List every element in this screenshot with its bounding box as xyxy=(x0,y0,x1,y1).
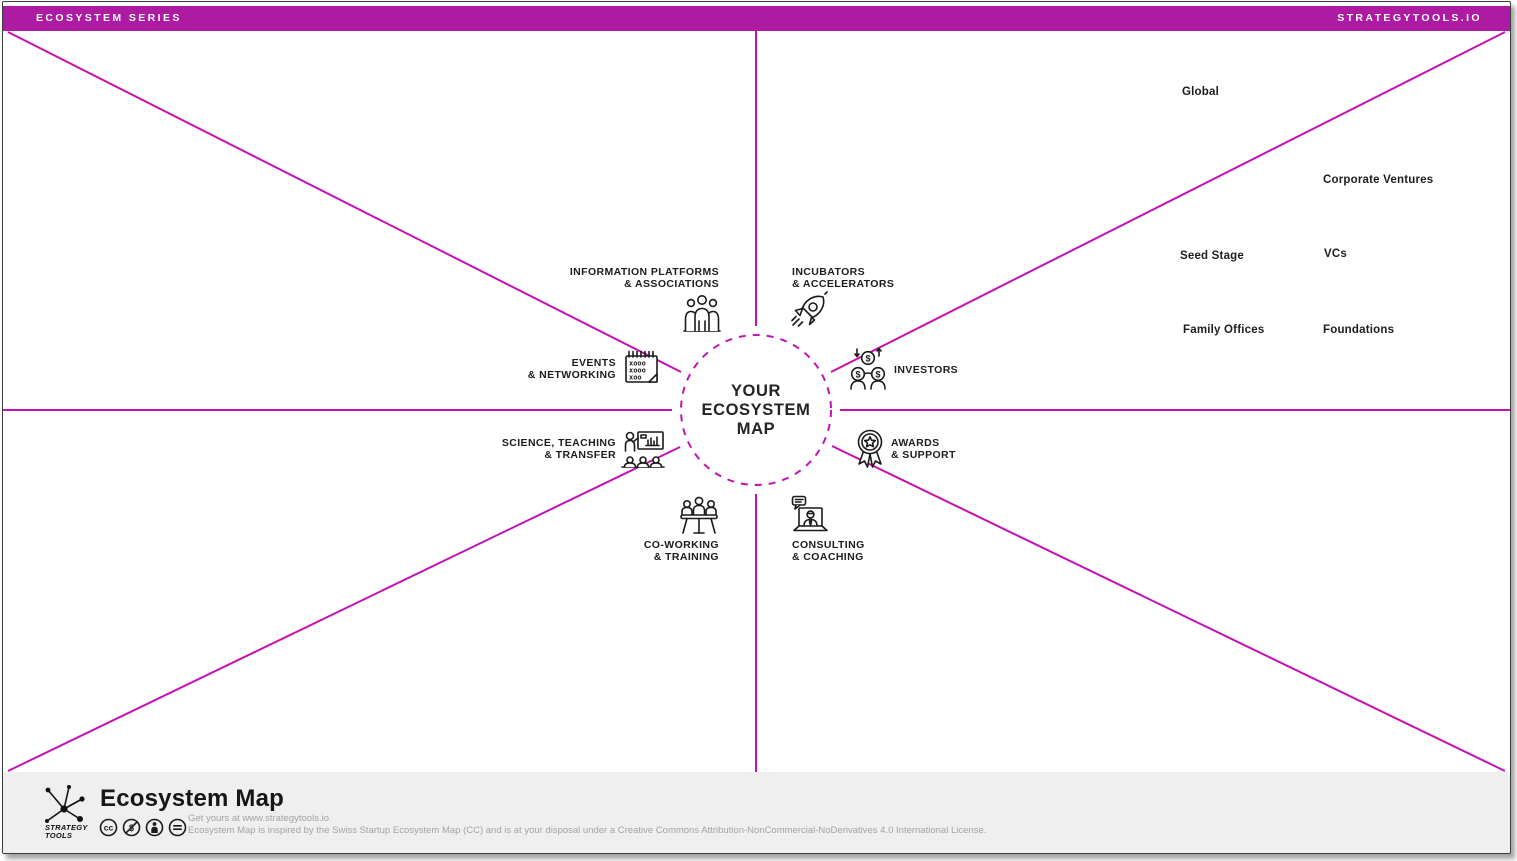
sector-label-incubators: INCUBATORS & ACCELERATORS xyxy=(792,266,895,290)
center-circle xyxy=(680,334,832,486)
attribution-person-icon xyxy=(145,818,164,837)
sector-label-science: SCIENCE, TEACHING & TRANSFER xyxy=(501,437,616,461)
sector-label-events: EVENTS & NETWORKING xyxy=(527,357,616,381)
calendar-icon: xooo xooo xoo xyxy=(621,347,663,389)
cc-icon: cc xyxy=(99,818,118,837)
svg-text:$: $ xyxy=(855,370,860,380)
strategytools-logo-icon xyxy=(39,782,87,831)
presentation-icon xyxy=(620,427,666,471)
rocket-icon xyxy=(789,291,829,331)
footer-bar xyxy=(3,772,1510,853)
strategytools-logo-text: STRATEGY TOOLS xyxy=(45,823,88,840)
note-vcs: VCs xyxy=(1324,248,1347,260)
footer-title: Ecosystem Map xyxy=(100,785,285,812)
sector-divider-lines xyxy=(3,31,1510,772)
nd-equals-icon xyxy=(168,818,187,837)
note-global: Global xyxy=(1182,86,1219,98)
nc-dollar-icon: $ xyxy=(122,818,141,837)
footer-tagline: Get yours at www.strategytools.io xyxy=(188,813,329,824)
people-group-icon xyxy=(682,293,722,333)
sector-label-coworking: CO-WORKING & TRAINING xyxy=(643,539,719,563)
svg-text:$: $ xyxy=(875,370,880,380)
sector-label-consulting: CONSULTING & COACHING xyxy=(792,539,865,563)
note-family-offices: Family Offices xyxy=(1183,324,1265,336)
team-table-icon xyxy=(677,494,721,536)
investor-coins-icon: $ $ $ xyxy=(846,347,890,391)
svg-text:cc: cc xyxy=(104,823,114,833)
sector-label-information-platforms: INFORMATION PLATFORMS & ASSOCIATIONS xyxy=(569,266,719,290)
svg-text:xoo: xoo xyxy=(629,374,642,382)
series-label: ECOSYSTEM SERIES xyxy=(36,12,182,24)
sector-label-investors: INVESTORS xyxy=(894,364,959,376)
svg-text:xooo: xooo xyxy=(629,360,646,368)
award-medal-icon xyxy=(849,426,891,470)
brand-label: STRATEGYTOOLS.IO xyxy=(1337,12,1482,24)
map-canvas xyxy=(3,31,1510,772)
footer-license: Ecosystem Map is inspired by the Swiss S… xyxy=(188,825,987,836)
note-seed-stage: Seed Stage xyxy=(1180,250,1244,262)
svg-text:xooo: xooo xyxy=(629,367,646,375)
creative-commons-icons: cc $ xyxy=(99,818,187,837)
top-bar: ECOSYSTEM SERIES STRATEGYTOOLS.IO xyxy=(3,6,1510,31)
note-corporate-ventures: Corporate Ventures xyxy=(1323,174,1434,186)
note-foundations: Foundations xyxy=(1323,324,1395,336)
coaching-laptop-icon xyxy=(790,494,830,536)
svg-text:$: $ xyxy=(865,354,870,364)
center-title: YOUR ECOSYSTEM MAP xyxy=(701,381,811,438)
sector-label-awards: AWARDS & SUPPORT xyxy=(891,437,956,461)
